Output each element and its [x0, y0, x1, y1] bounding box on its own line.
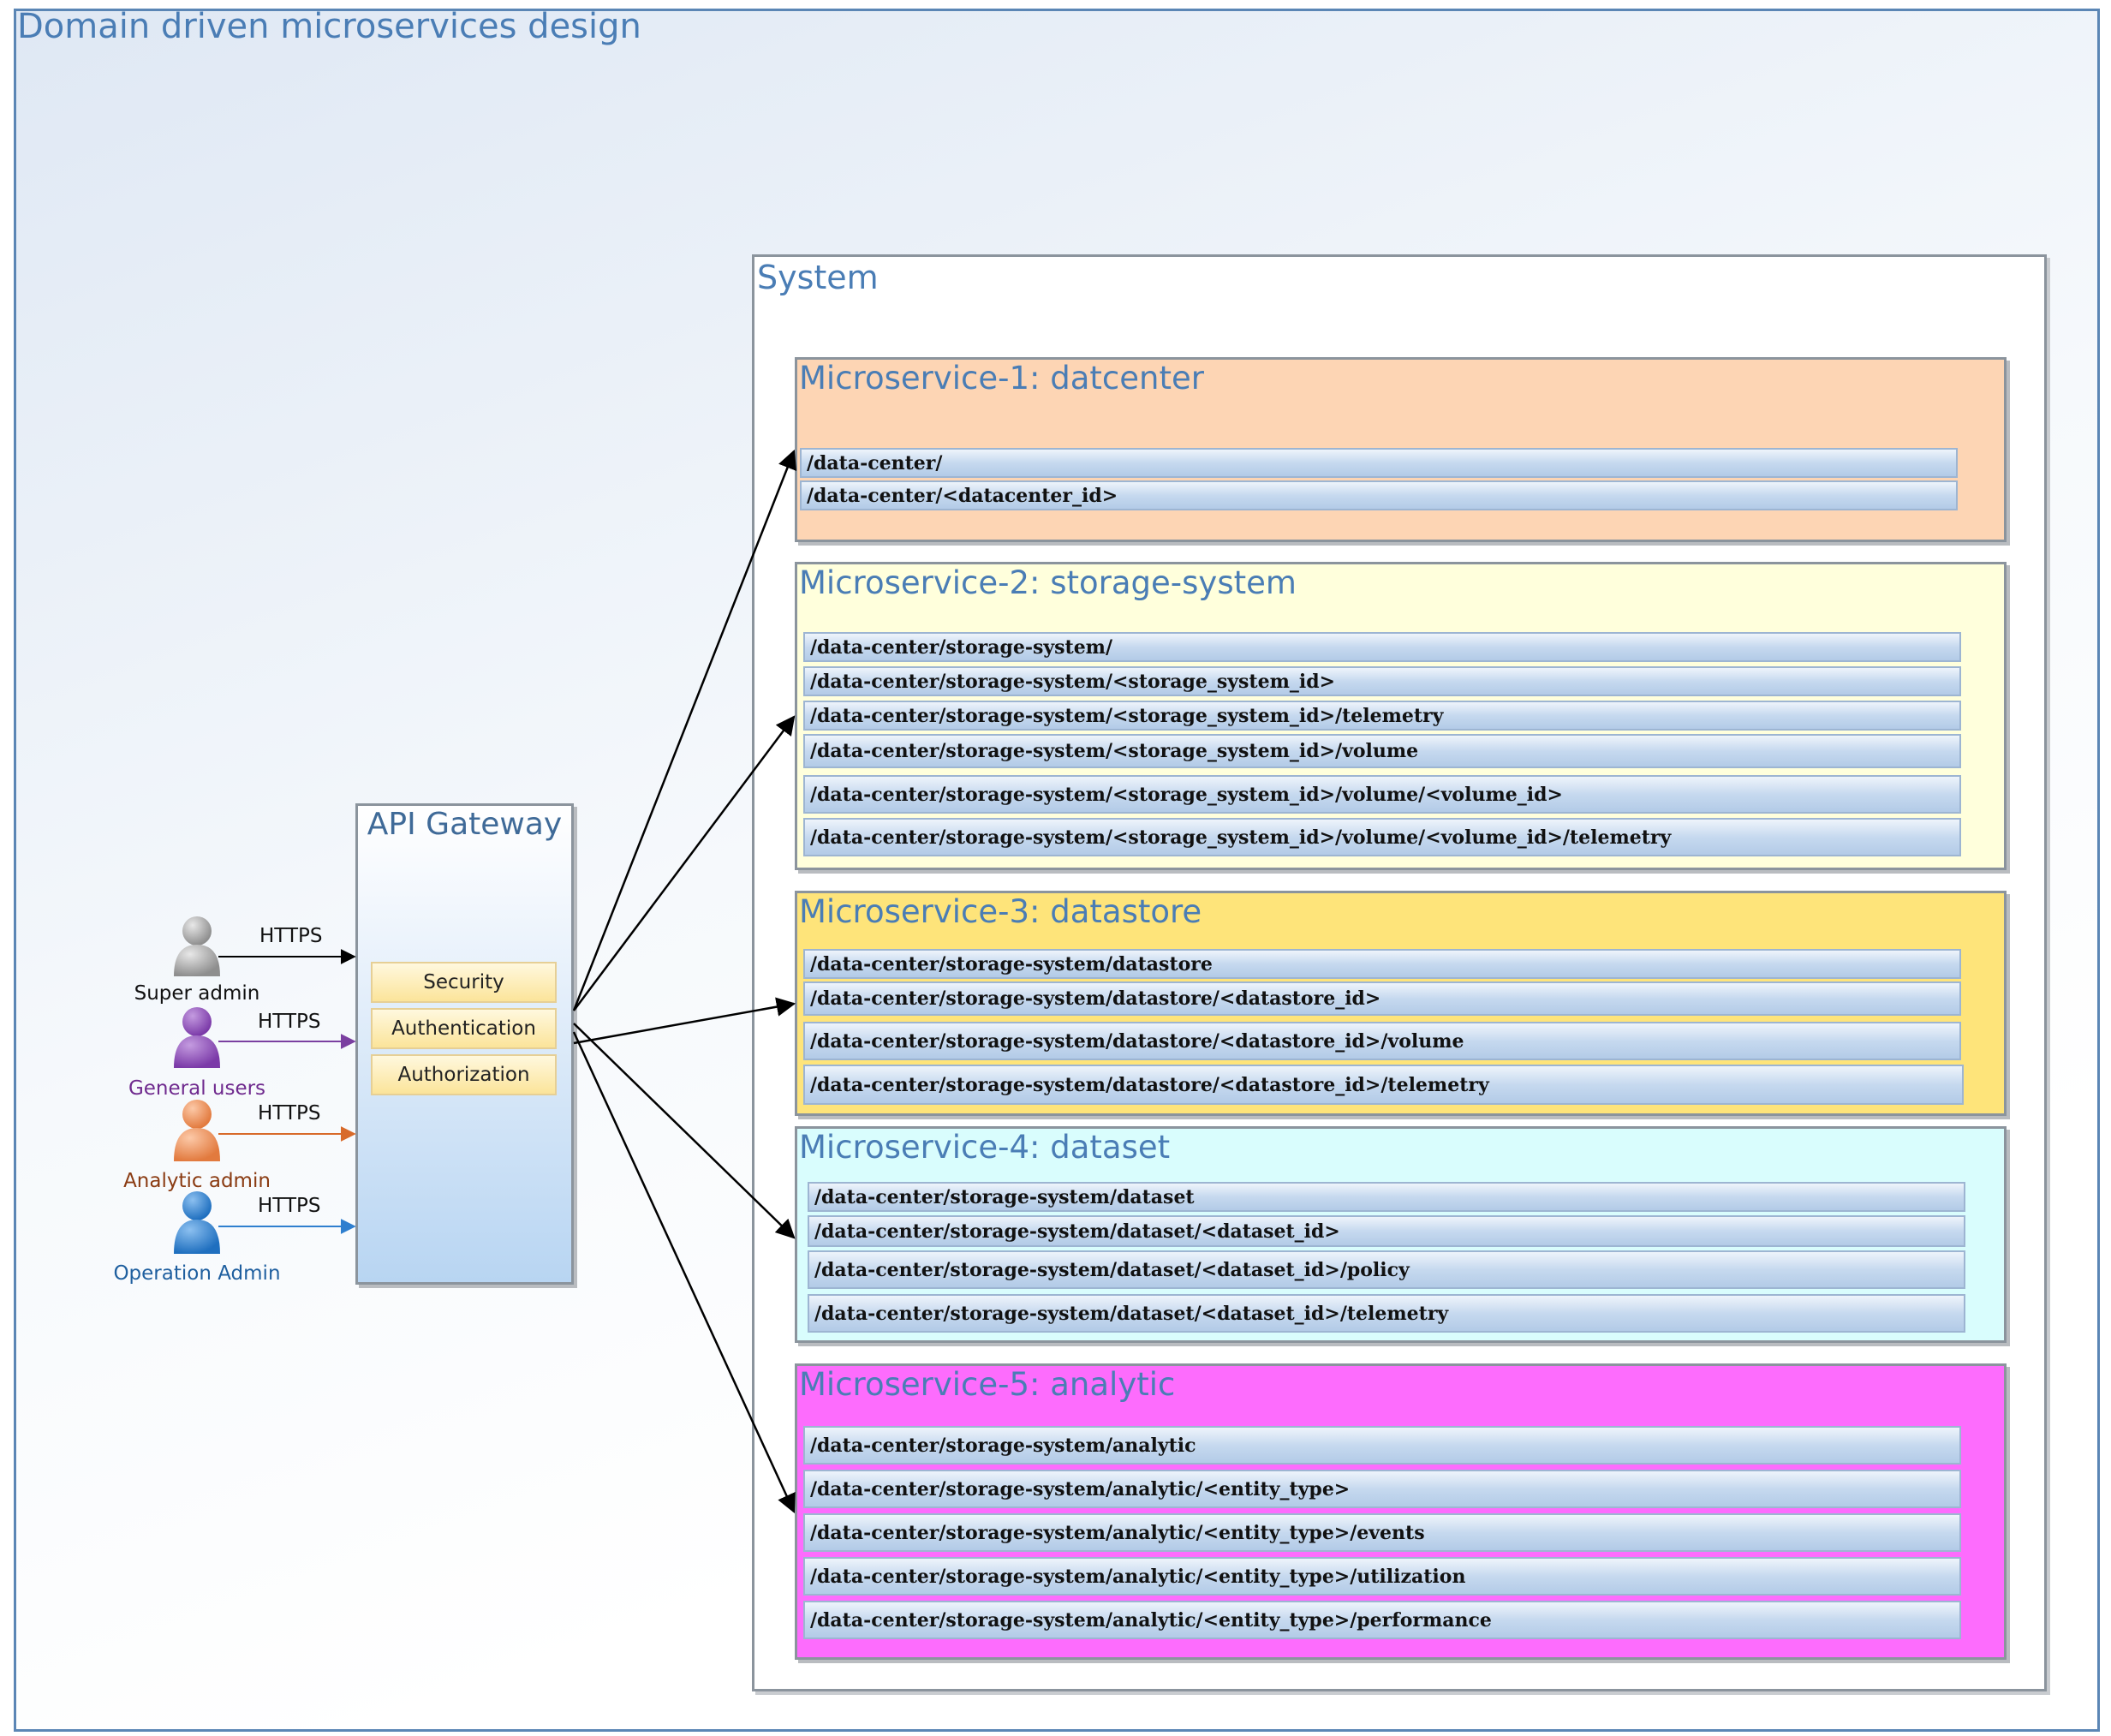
- authentication-feature: Authentication: [371, 1008, 557, 1049]
- general-users-user-icon: [174, 1007, 220, 1068]
- connector-ms1: [572, 449, 797, 1011]
- endpoint: /data-center/storage-system/<storage_sys…: [803, 775, 1961, 814]
- super-admin-label: Super admin: [134, 982, 260, 1005]
- endpoint: /data-center/storage-system/datastore/<d…: [803, 1022, 1961, 1060]
- microservice-4-title: Microservice-4: dataset: [799, 1129, 1171, 1166]
- general-users-protocol: HTTPS: [258, 1011, 321, 1033]
- analytic-admin-label: Analytic admin: [123, 1170, 271, 1192]
- endpoint: /data-center/storage-system/datastore/<d…: [803, 1065, 1964, 1105]
- microservice-5-title: Microservice-5: analytic: [799, 1366, 1176, 1403]
- endpoint: /data-center/storage-system/dataset/<dat…: [808, 1294, 1965, 1333]
- general-users-label: General users: [128, 1077, 266, 1100]
- system-title: System: [757, 259, 879, 296]
- super-admin-user-icon: [174, 916, 220, 976]
- connector-ms3: [573, 997, 796, 1045]
- microservice-1-title: Microservice-1: datcenter: [799, 360, 1204, 397]
- security-feature: Security: [371, 962, 557, 1003]
- microservice-2-title: Microservice-2: storage-system: [799, 564, 1297, 601]
- endpoint: /data-center/<datacenter_id>: [800, 480, 1958, 510]
- endpoint: /data-center/storage-system/<storage_sys…: [803, 666, 1961, 696]
- analytic-admin-user-icon: [174, 1100, 220, 1161]
- endpoint: /data-center/storage-system/datastore/<d…: [803, 981, 1961, 1016]
- endpoint: /data-center/storage-system/analytic/<en…: [803, 1513, 1961, 1552]
- endpoint: /data-center/storage-system/analytic/<en…: [803, 1601, 1961, 1639]
- operation-admin-protocol: HTTPS: [258, 1195, 321, 1217]
- endpoint: /data-center/storage-system/dataset/<dat…: [808, 1215, 1965, 1247]
- endpoint: /data-center/storage-system/<storage_sys…: [803, 818, 1961, 856]
- endpoint: /data-center/storage-system/dataset: [808, 1182, 1965, 1212]
- endpoint: /data-center/storage-system/: [803, 632, 1961, 662]
- endpoint: /data-center/: [800, 448, 1958, 478]
- endpoint: /data-center/storage-system/analytic/<en…: [803, 1557, 1961, 1596]
- diagram-title: Domain driven microservices design: [17, 7, 641, 46]
- operation-admin-user-icon: [174, 1191, 220, 1254]
- endpoint: /data-center/storage-system/dataset/<dat…: [808, 1250, 1965, 1289]
- connector-ms4: [573, 1023, 796, 1239]
- microservice-3-title: Microservice-3: datastore: [799, 893, 1202, 930]
- connector-ms5: [572, 1031, 796, 1514]
- super-admin-protocol: HTTPS: [259, 925, 323, 947]
- endpoint: /data-center/storage-system/datastore: [803, 949, 1961, 979]
- authorization-feature: Authorization: [371, 1054, 557, 1095]
- analytic-admin-protocol: HTTPS: [258, 1102, 321, 1125]
- api-gateway-title: API Gateway: [367, 807, 563, 842]
- connector-ms2: [572, 715, 796, 1011]
- endpoint: /data-center/storage-system/analytic: [803, 1426, 1961, 1465]
- operation-admin-label: Operation Admin: [113, 1262, 281, 1285]
- endpoint: /data-center/storage-system/<storage_sys…: [803, 734, 1961, 768]
- endpoint: /data-center/storage-system/<storage_sys…: [803, 701, 1961, 731]
- endpoint: /data-center/storage-system/analytic/<en…: [803, 1470, 1961, 1508]
